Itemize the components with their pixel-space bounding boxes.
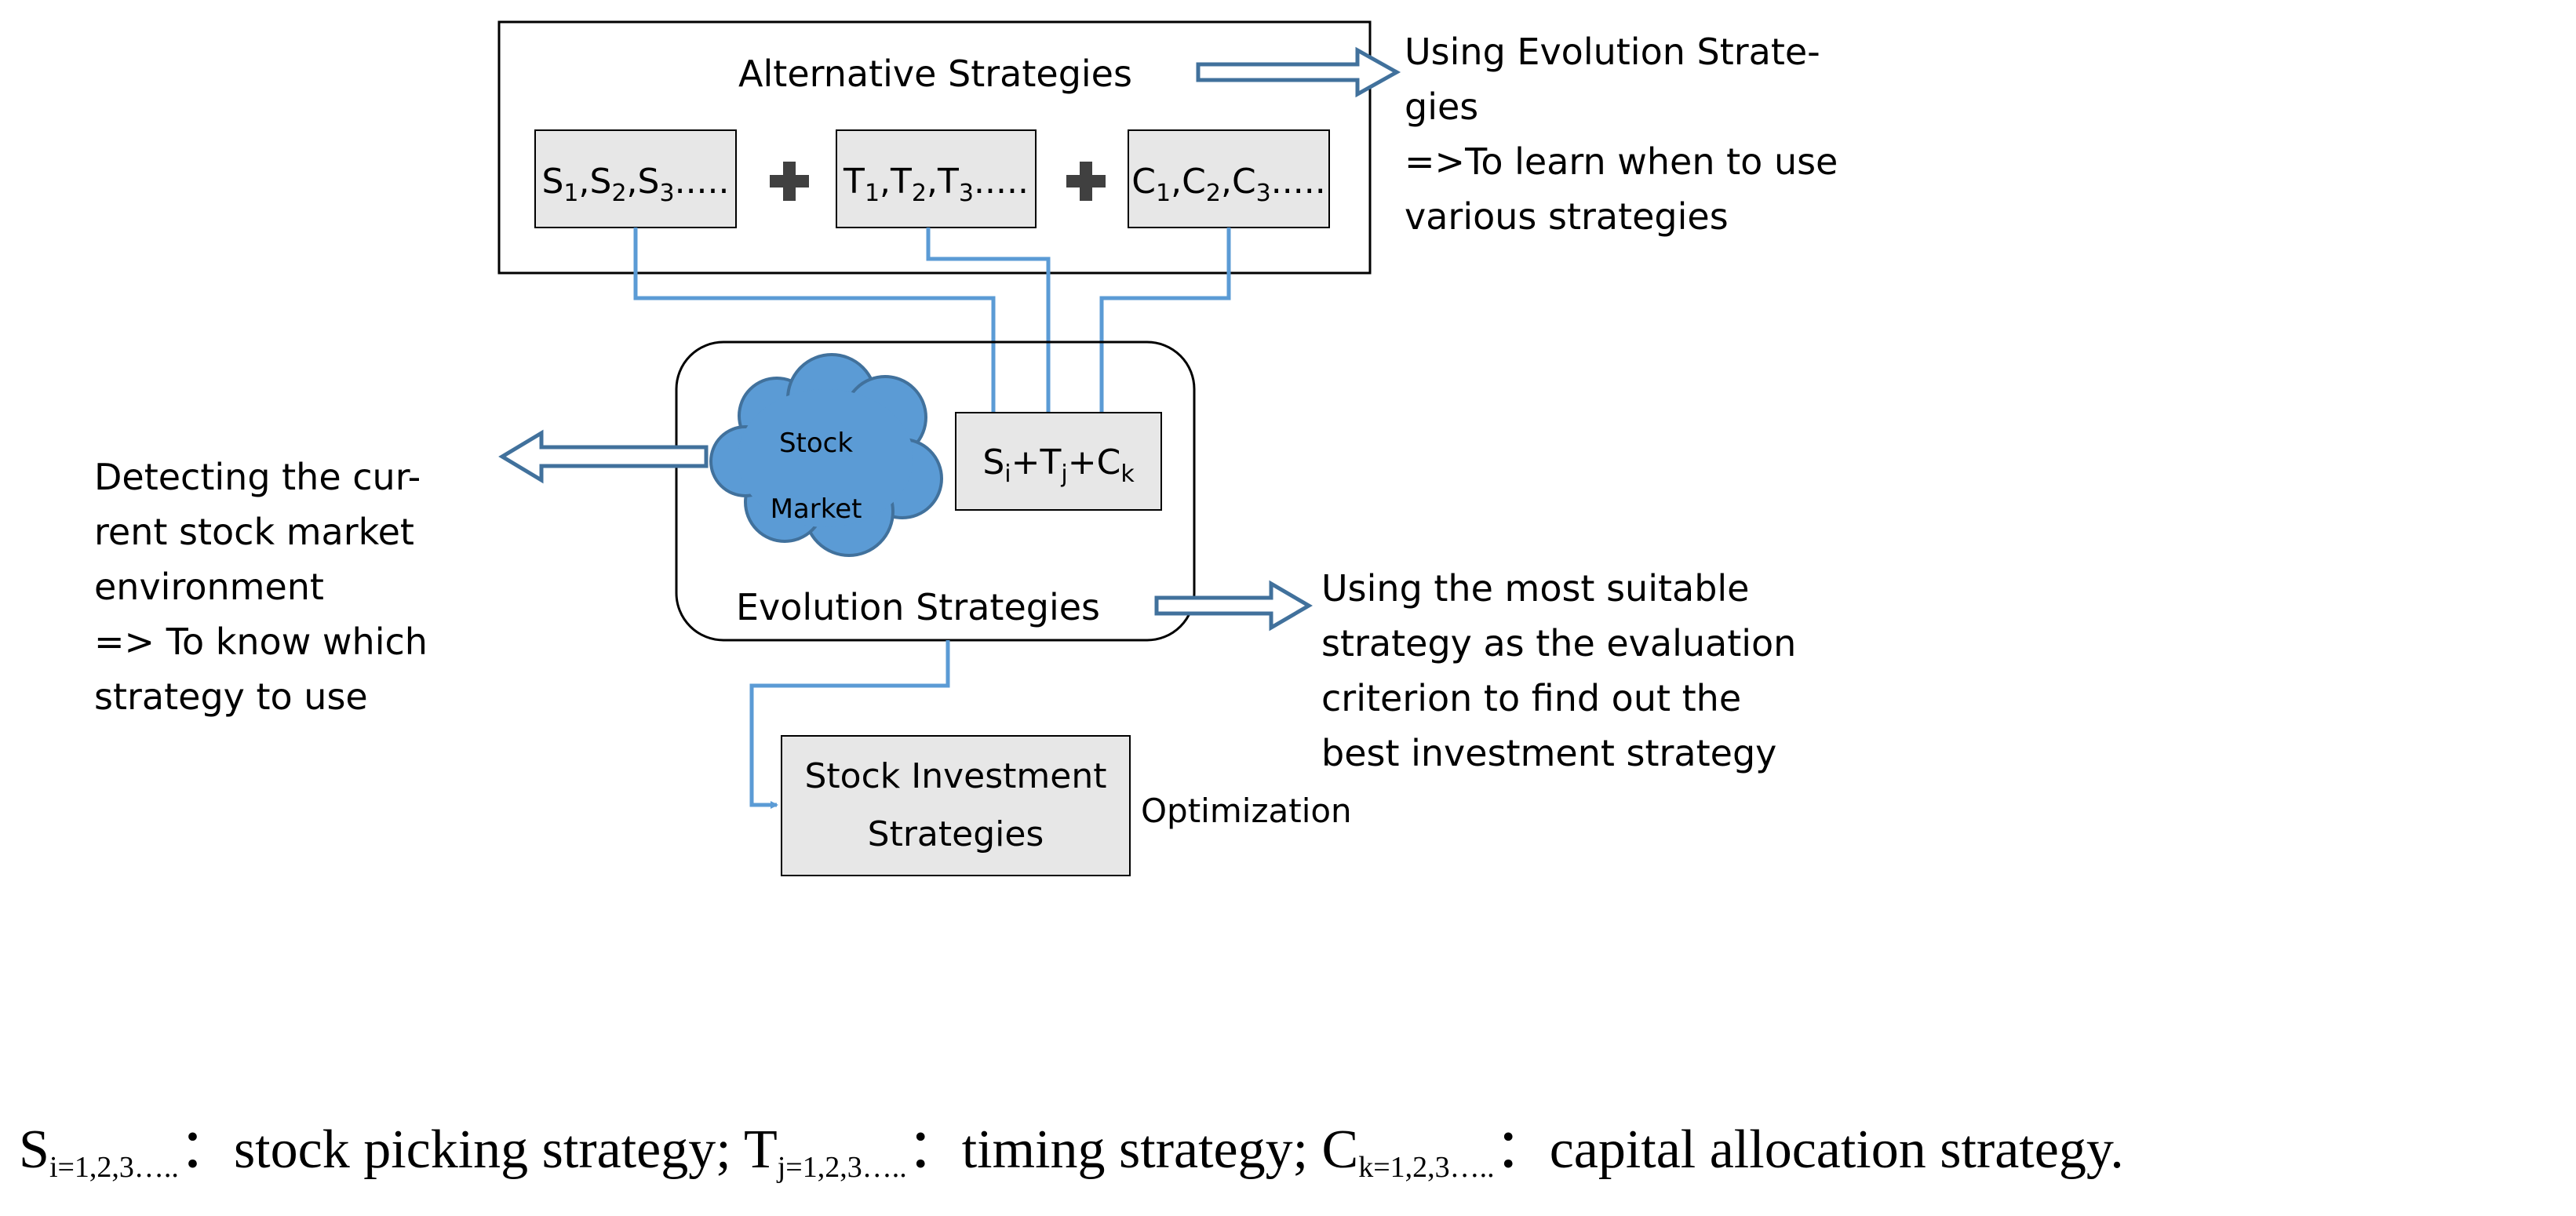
svg-text:best investment strategy: best investment strategy xyxy=(1321,732,1776,774)
svg-text:gies: gies xyxy=(1405,86,1478,128)
stock-investment-strategies-line1: Stock Investment xyxy=(805,756,1107,796)
hollow-arrow-right-icon xyxy=(1196,46,1401,98)
svg-text:=>To learn when to use: =>To learn when to use xyxy=(1405,140,1838,183)
connector-timing xyxy=(926,228,1052,438)
legend-c-subscript: k=1,2,3….. xyxy=(1358,1151,1494,1184)
timing-strategies-box xyxy=(836,129,1037,228)
stock-market-label-line1: Stock xyxy=(779,428,853,459)
plus-icon xyxy=(1066,162,1106,201)
svg-text:rent stock market: rent stock market xyxy=(94,511,414,553)
plus-icon xyxy=(770,162,809,201)
svg-text:Using Evolution Strate-: Using Evolution Strate- xyxy=(1405,31,1820,73)
connector-investment xyxy=(749,640,950,809)
bottom-right-note: Using the most suitable strategy as the … xyxy=(1321,567,1796,774)
hollow-arrow-right-icon xyxy=(1154,580,1313,632)
legend-t-text: timing strategy; xyxy=(962,1120,1308,1180)
evolution-strategies-container xyxy=(675,340,1196,642)
svg-text:strategy to use: strategy to use xyxy=(94,675,368,718)
svg-text:Using the most suitable: Using the most suitable xyxy=(1321,567,1750,610)
svg-text:strategy as the evaluation: strategy as the evaluation xyxy=(1321,622,1796,664)
stock-market-cloud-icon xyxy=(709,353,943,557)
legend-s-subscript: i=1,2,3….. xyxy=(49,1151,179,1184)
combined-strategy-box xyxy=(955,412,1162,511)
stock-picking-strategies-box xyxy=(534,129,737,228)
svg-text:various strategies: various strategies xyxy=(1405,195,1729,238)
capital-allocation-strategies-box xyxy=(1128,129,1330,228)
stock-market-label-line2: Market xyxy=(771,493,862,525)
hollow-arrow-left-icon xyxy=(498,429,709,484)
connector-stock-picking xyxy=(633,228,997,438)
alternative-strategies-title: Alternative Strategies xyxy=(738,53,1132,95)
legend-t-subscript: j=1,2,3….. xyxy=(776,1151,907,1184)
legend-s-symbol: S xyxy=(19,1120,49,1180)
evolution-strategies-title: Evolution Strategies xyxy=(736,586,1100,628)
connector-capital xyxy=(1098,228,1231,438)
stock-investment-strategies-line2: Strategies xyxy=(868,814,1044,854)
legend: Si=1,2,3…..：stock picking strategy; Tj=1… xyxy=(19,1120,2124,1184)
top-right-note: Using Evolution Strate- gies =>To learn … xyxy=(1405,31,1838,238)
svg-text:criterion to find out the: criterion to find out the xyxy=(1321,677,1741,719)
svg-text:Detecting the cur-: Detecting the cur- xyxy=(94,456,421,498)
capital-allocation-strategies-label: C1,C2,C3..... xyxy=(1131,162,1325,207)
svg-text:=> To know which: => To know which xyxy=(94,621,428,663)
timing-strategies-label: T1,T2,T3..... xyxy=(843,162,1029,207)
legend-s-text: stock picking strategy; xyxy=(234,1120,731,1180)
legend-c-symbol: C xyxy=(1322,1120,1359,1180)
legend-c-text: capital allocation strategy. xyxy=(1550,1120,2124,1180)
stock-picking-strategies-label: S1,S2,S3..... xyxy=(541,162,729,207)
optimization-label: Optimization xyxy=(1141,792,1352,830)
legend-t-symbol: T xyxy=(744,1120,778,1180)
left-note: Detecting the cur- rent stock market env… xyxy=(94,456,428,718)
combined-strategy-label: Si+Tj+Ck xyxy=(982,442,1135,488)
stock-investment-strategies-box xyxy=(781,735,1131,876)
svg-text:environment: environment xyxy=(94,566,324,608)
